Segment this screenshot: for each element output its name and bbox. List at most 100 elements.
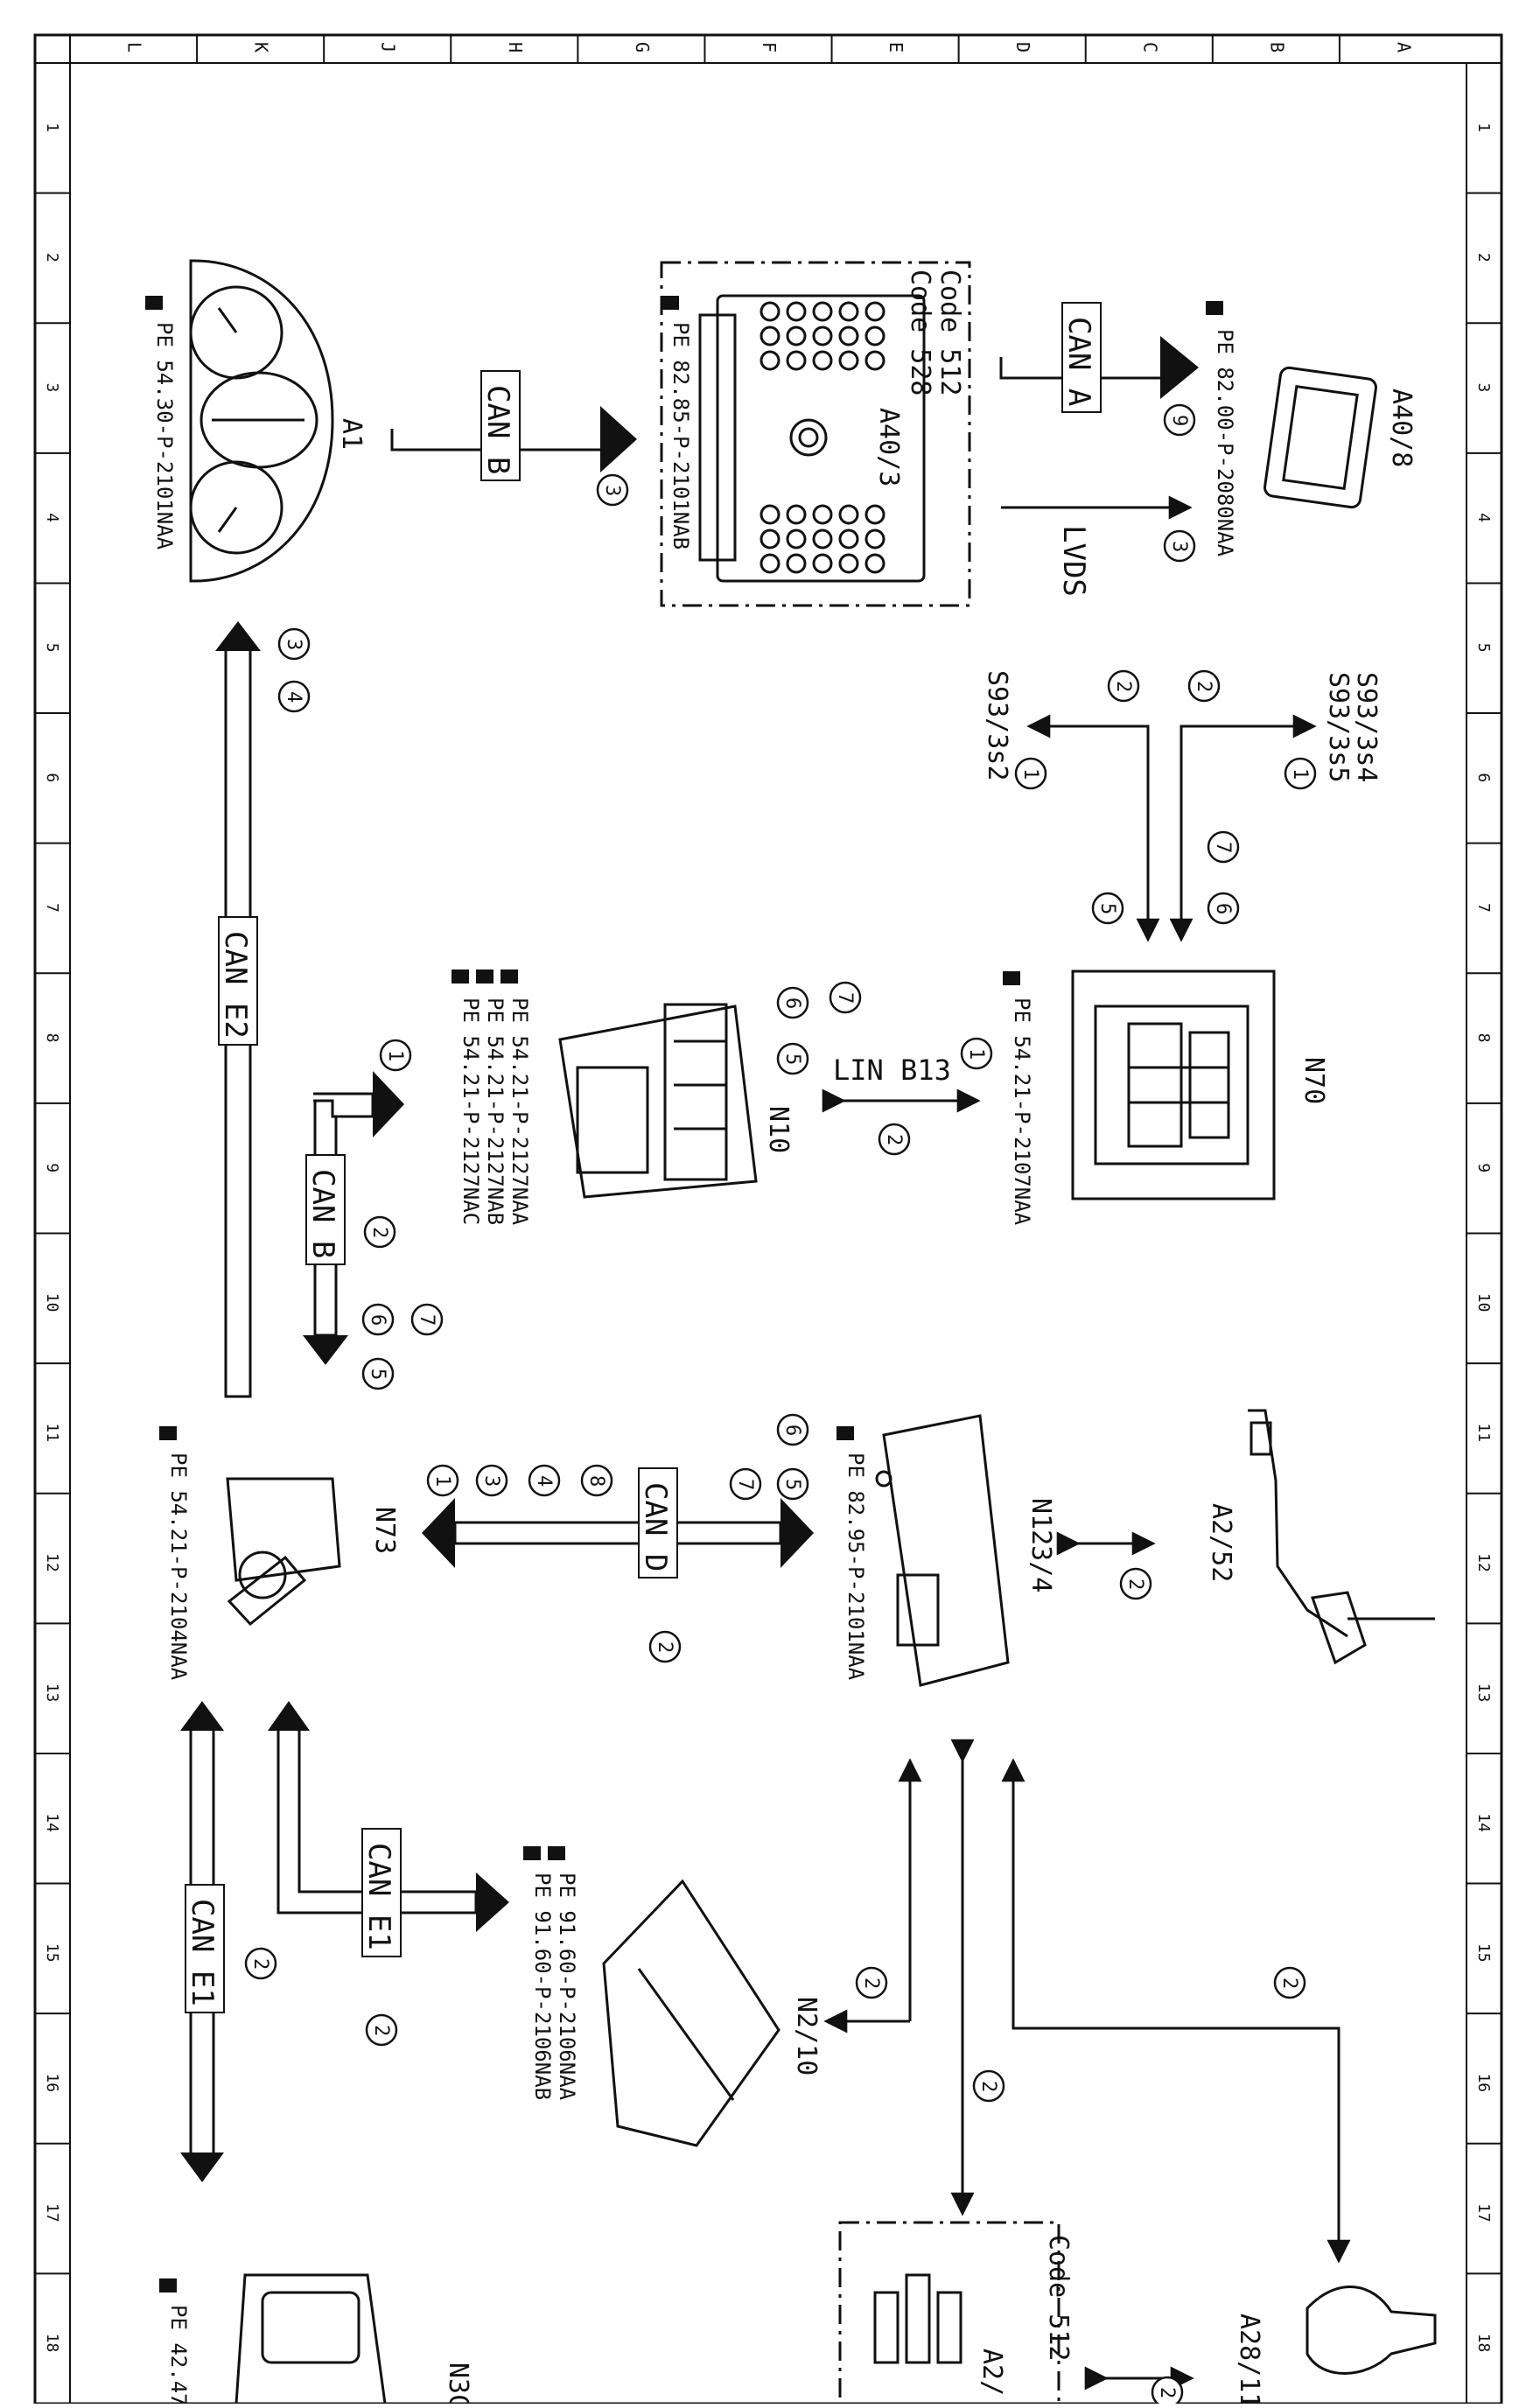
svg-text:1: 1 xyxy=(431,1475,453,1487)
column-label: F xyxy=(759,42,780,52)
hand-icon xyxy=(523,1846,541,1860)
hand-icon xyxy=(1003,971,1020,985)
hand-icon xyxy=(452,970,469,984)
svg-text:2: 2 xyxy=(249,1958,271,1970)
a40-3-code2: Code 528 xyxy=(905,270,935,396)
row-label-left: 16 xyxy=(43,2073,61,2092)
svg-text:6: 6 xyxy=(367,1314,388,1326)
can-d-label: CAN D xyxy=(638,1467,678,1578)
svg-text:CAN E1: CAN E1 xyxy=(185,1899,220,2006)
hand-icon xyxy=(662,296,679,310)
a1-instrument-cluster xyxy=(189,259,334,583)
marker-m-cana: 9 xyxy=(1163,403,1196,437)
n123-4-label: N123/4 xyxy=(1026,1498,1056,1592)
row-label-left: 1 xyxy=(43,122,61,132)
svg-text:3: 3 xyxy=(283,639,304,650)
svg-text:1: 1 xyxy=(1289,768,1311,780)
marker-m-lin-1: 1 xyxy=(960,1037,993,1070)
svg-text:CAN E2: CAN E2 xyxy=(218,931,253,1039)
row-label-right: 15 xyxy=(1474,1943,1493,1963)
svg-text:2: 2 xyxy=(654,1642,676,1653)
row-label-left: 9 xyxy=(43,1163,61,1172)
svg-text:CAN A: CAN A xyxy=(1061,317,1096,406)
marker-m-canb2-6: 6 xyxy=(361,1303,395,1336)
svg-text:5: 5 xyxy=(781,1054,803,1065)
row-label-right: 3 xyxy=(1474,383,1493,393)
hand-icon xyxy=(145,296,163,310)
marker-m-bot-2: 2 xyxy=(1151,2376,1184,2408)
labels: A1 PE 54.30-P-2101NAA Code 512 Code 528 … xyxy=(152,270,1417,2408)
row-label-right: 12 xyxy=(1474,1553,1493,1572)
a40-3-code1: Code 512 xyxy=(934,270,965,396)
marker-m-sw-r2: 2 xyxy=(1187,669,1221,703)
lvds-label: LVDS xyxy=(1056,525,1091,597)
can-d-bar xyxy=(453,1521,782,1545)
a2-52-label: A2/52 xyxy=(1206,1503,1236,1582)
marker-m-cand-4: 4 xyxy=(528,1464,561,1497)
n73-ignition-switch xyxy=(226,1477,341,1627)
marker-m-n70-7: 7 xyxy=(1207,830,1240,864)
hand-icon xyxy=(548,1846,565,1860)
svg-text:7: 7 xyxy=(734,1479,756,1490)
marker-m-mid-2: 2 xyxy=(972,2069,1005,2103)
row-label-left: 6 xyxy=(43,773,61,782)
row-label-right: 2 xyxy=(1474,253,1493,262)
marker-m-canb2-1: 1 xyxy=(379,1039,412,1072)
n3-module xyxy=(234,2273,387,2405)
svg-text:6: 6 xyxy=(1212,903,1234,914)
row-label-right: 11 xyxy=(1474,1423,1493,1442)
marker-m-cand-8: 8 xyxy=(580,1464,613,1497)
svg-text:6: 6 xyxy=(781,998,803,1009)
row-label-right: 7 xyxy=(1474,903,1493,913)
switch-s2: S93/3s2 xyxy=(982,670,1012,780)
svg-text:4: 4 xyxy=(533,1475,555,1487)
marker-m-sw-l1: 1 xyxy=(1014,757,1047,790)
row-label-left: 8 xyxy=(43,1033,61,1043)
n123-4-ref: PE 82.95-P-2101NAA xyxy=(844,1452,868,1681)
can-e1-label: CAN E1 xyxy=(185,1884,225,2013)
reference-hand-icons xyxy=(145,296,1223,2292)
svg-text:2: 2 xyxy=(370,2025,392,2036)
marker-m-cand-7: 7 xyxy=(729,1467,762,1501)
marker-m-canb2-7: 7 xyxy=(410,1303,444,1336)
lin-b13-label: LIN B13 xyxy=(833,1054,951,1087)
a40-3-ref: PE 82.85-P-2101NAB xyxy=(668,322,693,550)
row-label-right: 13 xyxy=(1474,1684,1493,1703)
row-label-left: 17 xyxy=(43,2203,61,2222)
svg-text:LIN B13: LIN B13 xyxy=(833,1054,951,1087)
can-b-label: CAN B xyxy=(480,370,521,481)
svg-text:8: 8 xyxy=(585,1475,607,1487)
svg-text:2: 2 xyxy=(1112,681,1134,692)
a28-11-label: A28/11 xyxy=(1234,2314,1264,2404)
hand-icon xyxy=(500,970,518,984)
n3-ref: PE 42.47-P xyxy=(166,2305,191,2404)
sw-right-line xyxy=(1180,714,1317,940)
column-label: G xyxy=(632,42,653,52)
svg-text:3: 3 xyxy=(480,1475,502,1487)
row-label-left: 18 xyxy=(43,2334,61,2353)
svg-text:1: 1 xyxy=(384,1050,406,1061)
a40-8-ref: PE 82.00-P-2080NAA xyxy=(1213,329,1237,557)
n2-10-module xyxy=(602,1879,780,2147)
svg-text:2: 2 xyxy=(1278,1978,1300,1989)
svg-text:2: 2 xyxy=(883,1134,905,1145)
column-label: C xyxy=(1139,42,1160,52)
row-label-left: 12 xyxy=(43,1553,61,1572)
svg-text:7: 7 xyxy=(1212,842,1234,853)
marker-m-e1-2b: 2 xyxy=(365,2013,398,2047)
svg-text:7: 7 xyxy=(834,992,856,1004)
marker-m-cand-5: 5 xyxy=(776,1467,809,1501)
svg-text:CAN E1: CAN E1 xyxy=(361,1843,396,1950)
n73-label: N73 xyxy=(369,1507,400,1554)
marker-m-cand-2: 2 xyxy=(648,1630,682,1663)
a28-11-antenna xyxy=(1306,2286,1437,2375)
marker-m-sw-l2: 2 xyxy=(1107,669,1140,703)
a40-3-label: A40/3 xyxy=(873,408,904,486)
n2-10-label: N2/10 xyxy=(791,1997,822,2076)
column-label: H xyxy=(505,42,526,52)
row-label-left: 2 xyxy=(43,253,61,262)
marker-m-cand-3: 3 xyxy=(475,1464,508,1497)
row-label-left: 5 xyxy=(43,643,61,653)
